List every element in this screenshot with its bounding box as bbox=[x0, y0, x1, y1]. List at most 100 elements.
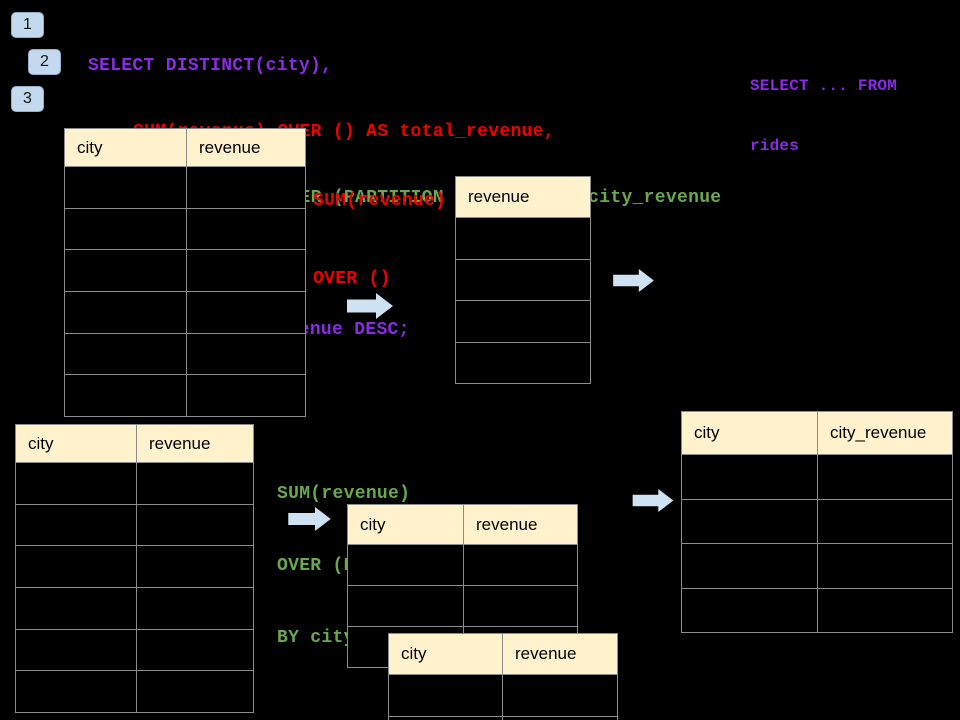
total-revenue-label-line: OVER () bbox=[313, 269, 391, 289]
table-row bbox=[15, 628, 254, 672]
table-cell bbox=[347, 544, 464, 586]
source-table-top: city revenue bbox=[64, 128, 306, 417]
source-table-bottom: city revenue bbox=[15, 424, 254, 713]
column-header-revenue: revenue bbox=[455, 176, 591, 218]
table-cell bbox=[817, 454, 953, 500]
column-header-city: city bbox=[681, 411, 818, 455]
table-cell bbox=[681, 543, 818, 589]
column-header-revenue: revenue bbox=[463, 504, 578, 545]
table-cell bbox=[136, 586, 254, 630]
right-arrow-icon bbox=[632, 489, 674, 512]
table-cell bbox=[681, 587, 818, 633]
table-cell bbox=[681, 454, 818, 500]
table-row bbox=[64, 374, 306, 417]
step-badge-1: 1 bbox=[11, 12, 44, 38]
table-cell bbox=[347, 585, 464, 627]
table-row bbox=[455, 300, 591, 343]
table-cell bbox=[15, 628, 137, 672]
table-cell bbox=[15, 586, 137, 630]
table-row bbox=[64, 290, 306, 334]
column-header-revenue: revenue bbox=[502, 633, 618, 675]
column-header-city: city bbox=[347, 504, 464, 545]
table-cell bbox=[64, 332, 187, 376]
table-cell bbox=[15, 503, 137, 547]
table-row bbox=[15, 586, 254, 630]
table-cell bbox=[817, 543, 953, 589]
column-header-revenue: revenue bbox=[186, 128, 306, 167]
total-revenue-label: SUM(revenue) OVER () bbox=[313, 136, 446, 344]
partition-label-line: SUM(revenue) bbox=[277, 484, 411, 504]
column-header-revenue: revenue bbox=[136, 424, 254, 463]
table-cell bbox=[64, 207, 187, 251]
table-row bbox=[15, 545, 254, 588]
table-cell bbox=[136, 628, 254, 672]
table-cell bbox=[681, 498, 818, 544]
step-badge-1-label: 1 bbox=[23, 16, 32, 33]
table-row bbox=[388, 715, 618, 720]
from-rides-note-line: SELECT ... FROM bbox=[750, 77, 898, 95]
total-revenue-table: revenue bbox=[455, 176, 591, 384]
table-cell bbox=[186, 374, 306, 417]
table-cell bbox=[455, 258, 591, 301]
table-cell bbox=[186, 290, 306, 334]
table-row bbox=[64, 249, 306, 292]
table-cell bbox=[136, 503, 254, 547]
right-arrow-icon bbox=[288, 507, 331, 531]
step-badge-2: 2 bbox=[28, 49, 61, 75]
column-header-city-revenue: city_revenue bbox=[817, 411, 953, 455]
table-row bbox=[681, 587, 953, 633]
table-row bbox=[388, 674, 618, 717]
from-rides-note-line: rides bbox=[750, 137, 800, 155]
step-badge-2-label: 2 bbox=[40, 53, 49, 70]
table-cell bbox=[388, 674, 503, 717]
table-cell bbox=[817, 498, 953, 544]
step-badge-3: 3 bbox=[11, 86, 44, 112]
table-cell bbox=[388, 715, 503, 720]
table-cell bbox=[455, 341, 591, 384]
table-cell bbox=[817, 587, 953, 633]
table-cell bbox=[186, 207, 306, 251]
table-row bbox=[64, 166, 306, 209]
column-header-city: city bbox=[388, 633, 503, 675]
table-row bbox=[15, 670, 254, 713]
table-row bbox=[455, 217, 591, 260]
table-cell bbox=[15, 462, 137, 505]
table-row bbox=[681, 498, 953, 544]
table-cell bbox=[64, 290, 187, 334]
table-row bbox=[64, 207, 306, 251]
table-row bbox=[64, 332, 306, 376]
result-table: city city_revenue bbox=[681, 411, 953, 633]
table-cell bbox=[15, 545, 137, 588]
table-row bbox=[347, 544, 578, 586]
table-cell bbox=[136, 545, 254, 588]
table-cell bbox=[186, 332, 306, 376]
partitioned-overlay-table: city revenue bbox=[388, 633, 618, 720]
table-cell bbox=[64, 166, 187, 209]
table-cell bbox=[136, 670, 254, 713]
right-arrow-icon bbox=[347, 293, 393, 319]
table-row bbox=[681, 454, 953, 500]
table-row bbox=[681, 543, 953, 589]
table-cell bbox=[15, 670, 137, 713]
table-cell bbox=[455, 217, 591, 260]
table-cell bbox=[186, 166, 306, 209]
step-badge-3-label: 3 bbox=[23, 90, 32, 107]
table-cell bbox=[463, 544, 578, 586]
table-cell bbox=[455, 300, 591, 343]
table-row bbox=[455, 341, 591, 384]
right-arrow-icon bbox=[613, 269, 654, 292]
table-row bbox=[455, 258, 591, 301]
total-revenue-label-line: SUM(revenue) bbox=[313, 191, 447, 211]
table-cell bbox=[64, 249, 187, 292]
table-cell bbox=[64, 374, 187, 417]
table-cell bbox=[186, 249, 306, 292]
table-row bbox=[347, 585, 578, 627]
column-header-city: city bbox=[64, 128, 187, 167]
from-rides-note: SELECT ... FROM rides bbox=[750, 36, 897, 196]
table-cell bbox=[502, 674, 618, 717]
table-row bbox=[15, 503, 254, 547]
table-cell bbox=[502, 715, 618, 720]
table-row bbox=[15, 462, 254, 505]
table-cell bbox=[136, 462, 254, 505]
